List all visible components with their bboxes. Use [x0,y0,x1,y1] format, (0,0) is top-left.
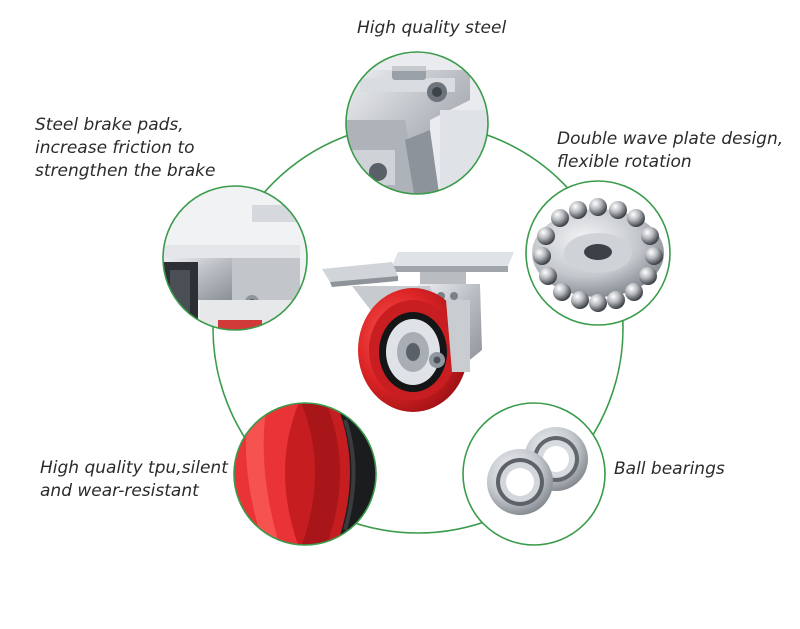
label-line: increase friction to [35,138,195,158]
feature-label-wave-plate: Double wave plate design, flexible rotat… [557,128,783,174]
feature-label-steel: High quality steel [357,17,506,40]
label-line: Steel brake pads, [35,115,184,135]
steel-closeup-image [345,51,489,195]
feature-label-brake-pads: Steel brake pads, increase friction to s… [35,114,215,183]
label-line: strengthen the brake [35,161,216,181]
tpu-wheel-closeup-image [233,402,377,546]
feature-label-tpu: High quality tpu,silent and wear-resista… [40,457,228,503]
label-line: High quality steel [357,18,507,38]
brake-pad-closeup-image [162,185,308,331]
label-line: and wear-resistant [40,481,199,501]
caster-wheel-product [322,252,514,412]
label-line: Double wave plate design, [557,129,784,149]
label-line: flexible rotation [557,152,692,172]
label-line: Ball bearings [614,459,725,479]
label-line: High quality tpu,silent [40,458,228,478]
ball-bearings-image [462,402,606,546]
feature-label-bearings: Ball bearings [614,458,725,481]
race-balls [533,198,663,312]
ball-race-plate-image [525,180,671,326]
